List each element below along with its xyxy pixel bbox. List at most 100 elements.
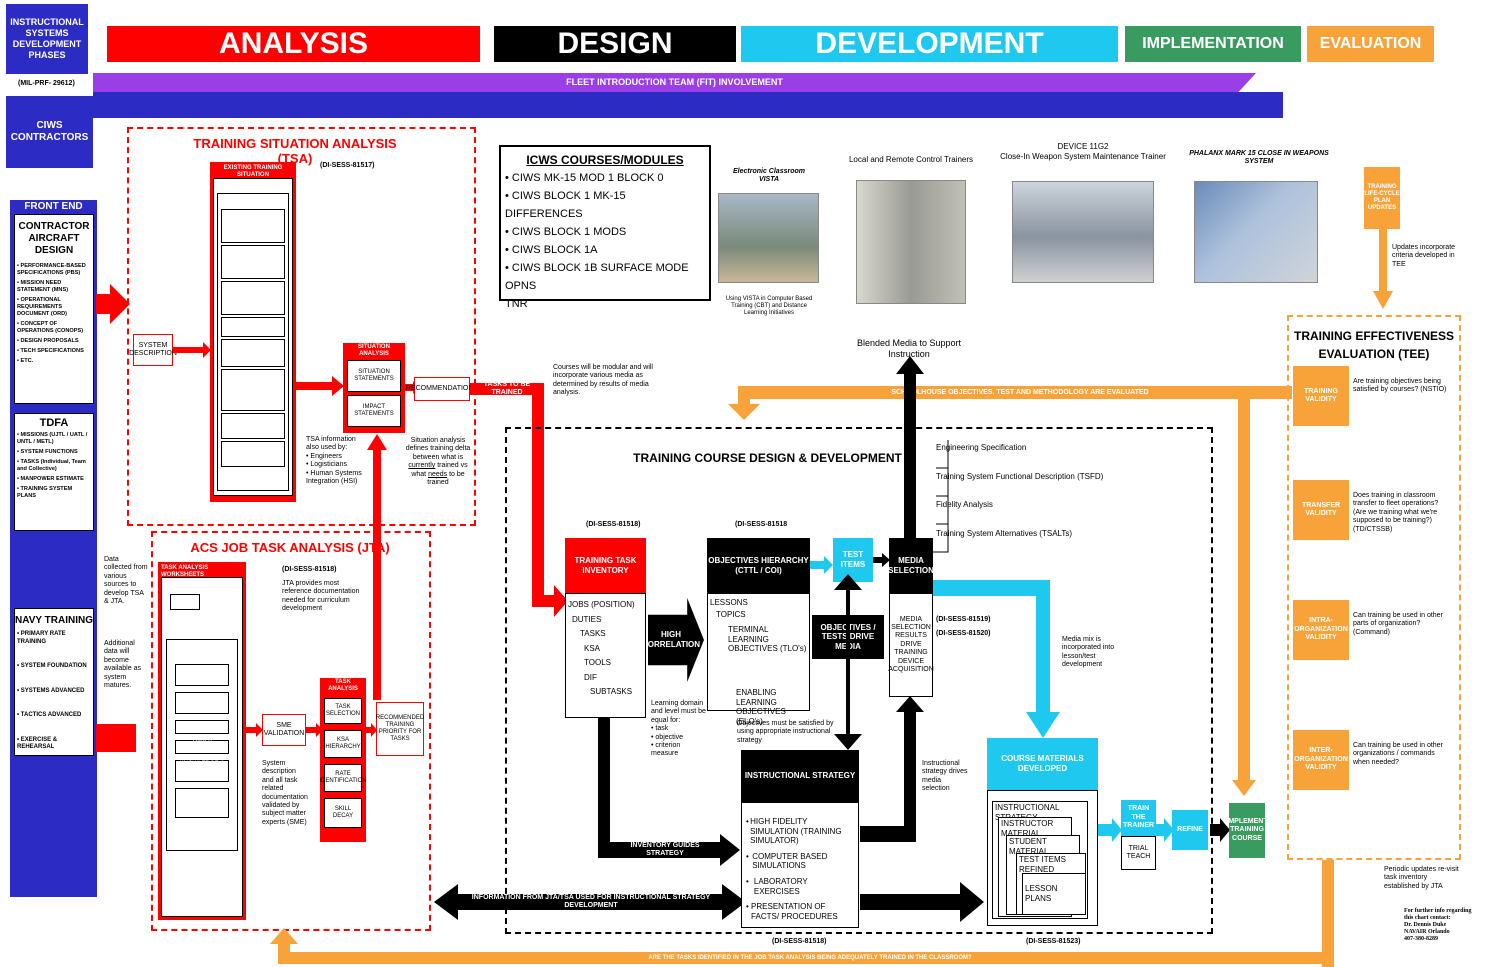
learning-item: • criterion measure <box>651 742 707 759</box>
implement-feed-arrow <box>1232 392 1256 796</box>
tti-item: DUTIES <box>572 614 602 624</box>
tcdd-doc1: (DI-SESS-81518) <box>586 521 641 528</box>
cm-item-3: TEST ITEMS REFINED <box>1019 855 1066 874</box>
obj-note: Objectives must be satisfied by using ap… <box>737 720 834 744</box>
recommended-priority-box: RECOMMENDED TRAINING PRIORITY FOR TASKS <box>376 702 424 756</box>
obj-hier-box: OBJECTIVES HIERARCHY (CTTL / COI) <box>707 538 810 593</box>
lrc-label: Local and Remote Control Trainers <box>848 155 974 164</box>
bullet-icon: • <box>746 902 749 912</box>
existing-label: EXISTING TRAINING SITUATION <box>223 164 283 178</box>
system-description-box: SYSTEM DESCRIPTION <box>129 334 177 366</box>
task-item: INITIATING CUES <box>175 720 229 735</box>
sme-to-ta-arrow <box>306 723 323 737</box>
test-to-media-arrow <box>873 553 890 567</box>
tsa-to-sa-arrow <box>296 376 344 396</box>
cad-item: • CONCEPT OF OPERATIONS (CONOPS) <box>17 320 84 334</box>
course-item: • CIWS MK-15 MOD 1 BLOCK 0 <box>505 169 705 187</box>
test-items-box: TEST ITEMS <box>833 538 873 582</box>
device-photo <box>1012 181 1154 283</box>
tasks-trained-path <box>532 383 568 617</box>
delta-needs: needs <box>428 470 448 478</box>
course-label: CIWS MK-15 MOD 1 BLOCK 0 <box>511 172 664 184</box>
tee-validity-box: INTER-ORGANIZATION VALIDITY <box>1293 730 1349 790</box>
tee-question: Can training be used in other organizati… <box>1353 742 1443 766</box>
ec-photo <box>718 193 819 283</box>
media-mix-note: Media mix is incorporated into lesson/te… <box>1062 636 1115 669</box>
tsa-delta: Situation analysis defines training delt… <box>402 437 474 487</box>
tee-question: Are training objectives being satisfied … <box>1353 378 1447 394</box>
obj-item: TERMINAL LEARNING OBJECTIVES (TLO's) <box>728 625 807 654</box>
spec-item: Training System Alternatives (TSALTs) <box>936 528 1073 538</box>
obj-item: TOPICS <box>716 609 746 619</box>
additional-data: Additional data will become available as… <box>104 640 141 689</box>
tsa-info-list: • Engineers• Logisticians• Human Systems… <box>306 453 362 487</box>
delta-text-c: to be trained <box>427 470 465 486</box>
courses-title: ICWS COURSES/MODULES <box>526 153 684 167</box>
instr-label: PRESENTATION OF FACTS/ PROCEDURES <box>751 902 838 921</box>
lcp-note: Updates incorporate criteria developed i… <box>1392 244 1456 268</box>
lcp-arrow <box>1373 229 1393 309</box>
tcdd-frame <box>505 427 1213 934</box>
blended-label: Blended Media to Support Instruction <box>856 338 962 359</box>
cad-item: • ETC. <box>17 357 34 364</box>
task-item: TOOLS REQUIRED <box>175 740 229 755</box>
front-end-label: FRONT END <box>24 201 83 212</box>
trial-teach-box: TRIAL TEACH <box>1121 836 1156 870</box>
tcdd-doc6: (DI-SESS-81523) <box>1026 938 1081 945</box>
modular-note: Courses will be modular and will incorpo… <box>553 364 653 397</box>
operators-box: OPERATORS SYSTEM MAINTAINERS TASKS CONDI… <box>161 577 243 917</box>
course-item: • CIWS BLOCK 1B SURFACE MODE OPNS <box>505 259 705 295</box>
phalanx-photo <box>1194 181 1318 283</box>
tasks-label: TASKS <box>182 643 222 658</box>
tsa-item: TRAINING PROGRAM MISSION <box>221 209 285 243</box>
tdfa-item: • MISSIONS (UJTL / UATL / UNTL / METL) <box>17 432 88 445</box>
navy-title: NAVY TRAINING <box>15 614 93 626</box>
navy-item: • SYSTEMS ADVANCED <box>17 687 85 694</box>
maintainers-label: MAINTAINERS <box>176 615 231 625</box>
delta-text-b: trained vs what <box>411 462 468 478</box>
instr-strategy-box: INSTRUCTIONAL STRATEGY <box>741 750 859 802</box>
data-collected: Data collected from various sources to d… <box>104 556 148 605</box>
objtests-box: OBJECTIVES / TESTS DRIVE MEDIA <box>812 615 884 659</box>
phase-analysis: ANALYSIS <box>107 26 480 62</box>
cad-box: CONTRACTOR AIRCRAFT DESIGN • PERFORMANCE… <box>14 214 94 404</box>
bullet-icon: • <box>746 851 749 861</box>
task-item: DIFFICULTY IMPORTANCE FREQUENCY <box>175 788 229 819</box>
learning-item: • task <box>651 725 707 733</box>
contact-line-4: NAVAIR Orlando <box>1404 928 1450 935</box>
tsa-info-item: • Logisticians <box>306 461 347 469</box>
system-box: SYSTEM <box>170 593 200 610</box>
jta-desc: JTA provides most reference documentatio… <box>282 580 360 613</box>
implement-box: IMPLEMENT TRAINING COURSE <box>1226 803 1268 858</box>
contact-line-1: For further info regarding <box>1404 908 1472 914</box>
periodic-note: Periodic updates re-visit task inventory… <box>1384 866 1459 890</box>
bullet-icon: • <box>746 817 749 826</box>
task-item: KNOWLEDGE & SKILLS REQUIRED <box>175 760 229 783</box>
phase-evaluation: EVALUATION <box>1307 26 1434 62</box>
schoolhouse-label: SCHOOLHOUSE OBJECTIVES, TEST AND METHODO… <box>891 388 1149 396</box>
cm-item-1: INSTRUCTOR MATERIAL <box>1001 819 1054 838</box>
cad-item: • TECH SPECIFICATIONS <box>17 347 84 354</box>
phalanx-label: PHALANX MARK 15 CLOSE IN WEAPONS SYSTEM <box>1189 150 1329 166</box>
course-label: CIWS BLOCK 1 MK-15 DIFFERENCES <box>505 190 626 220</box>
tsa-item: TRAINING EQUIPMENT, MATERIALS AND DOCUME… <box>221 369 285 411</box>
tsa-info-item: • Human Systems Integration (HSI) <box>306 469 362 485</box>
instr-item: •LABORATORY EXERCISES <box>746 877 854 896</box>
tcdd-doc3: (DI-SESS-81519) <box>936 616 991 623</box>
ws-to-sme-arrow <box>246 723 263 737</box>
obj-to-test-arrow <box>810 556 833 574</box>
device-sub: Close-In Weapon System Maintenance Train… <box>1000 151 1166 161</box>
tasks-trained-label: TASKS TO BE TRAINED <box>483 380 531 396</box>
tee-question: Does training in classroom transfer to f… <box>1353 492 1439 533</box>
left-arrows <box>96 284 136 766</box>
isd-phases-box: INSTRUCTIONAL SYSTEMS DEVELOPMENT PHASES <box>6 4 88 74</box>
